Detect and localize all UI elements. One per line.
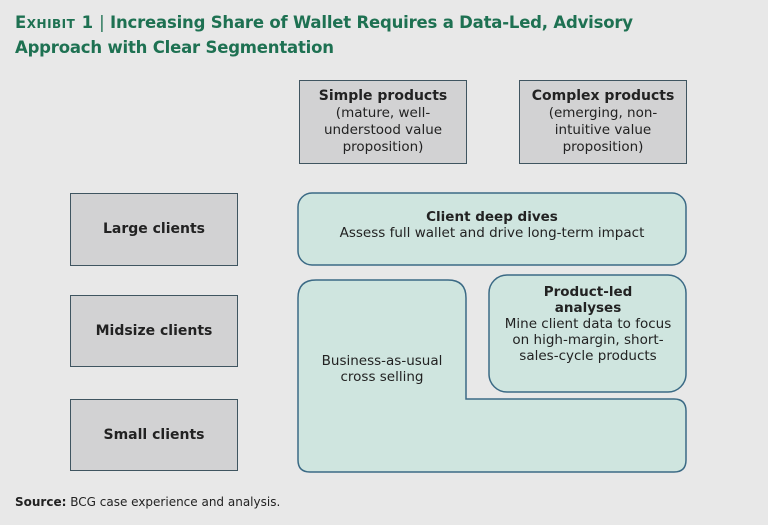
deep-dives-text: Client deep dives Assess full wallet and… (300, 209, 684, 241)
exhibit-label: Exhibit 1 (15, 13, 94, 32)
row-header-small: Small clients (70, 399, 238, 471)
row-header-midsize: Midsize clients (70, 295, 238, 367)
product-led-desc: Mine client data to focus on high-margin… (504, 316, 672, 364)
column-heading: Simple products (318, 88, 448, 104)
title-line-1: Increasing Share of Wallet Requires a Da… (110, 13, 633, 32)
column-desc: (mature, well-understood value propositi… (323, 105, 443, 155)
column-heading: Complex products (531, 88, 675, 104)
deep-dives-heading: Client deep dives (426, 209, 558, 225)
column-header-complex: Complex products (emerging, non-intuitiv… (519, 80, 687, 164)
row-label: Large clients (102, 221, 206, 237)
deep-dives-box (297, 192, 687, 266)
row-label: Small clients (103, 426, 205, 443)
product-led-text: Product-led analyses Mine client data to… (504, 284, 672, 364)
product-led-box (488, 274, 687, 393)
source-text: BCG case experience and analysis. (70, 495, 281, 509)
bau-l-shape (297, 279, 687, 473)
row-header-large: Large clients (70, 193, 238, 266)
title-separator: | (99, 13, 105, 32)
exhibit-title: Exhibit 1 | Increasing Share of Wallet R… (15, 10, 633, 60)
source-note: Source: BCG case experience and analysis… (15, 495, 280, 509)
column-header-simple: Simple products (mature, well-understood… (299, 80, 467, 164)
title-line-2: Approach with Clear Segmentation (15, 38, 334, 57)
product-led-heading: Product-led analyses (543, 284, 633, 316)
bau-text: Business-as-usual cross selling (321, 353, 443, 385)
row-label: Midsize clients (95, 322, 213, 339)
column-desc: (emerging, non-intuitive value propositi… (548, 105, 658, 155)
source-label: Source: (15, 495, 67, 509)
deep-dives-desc: Assess full wallet and drive long-term i… (339, 225, 645, 241)
